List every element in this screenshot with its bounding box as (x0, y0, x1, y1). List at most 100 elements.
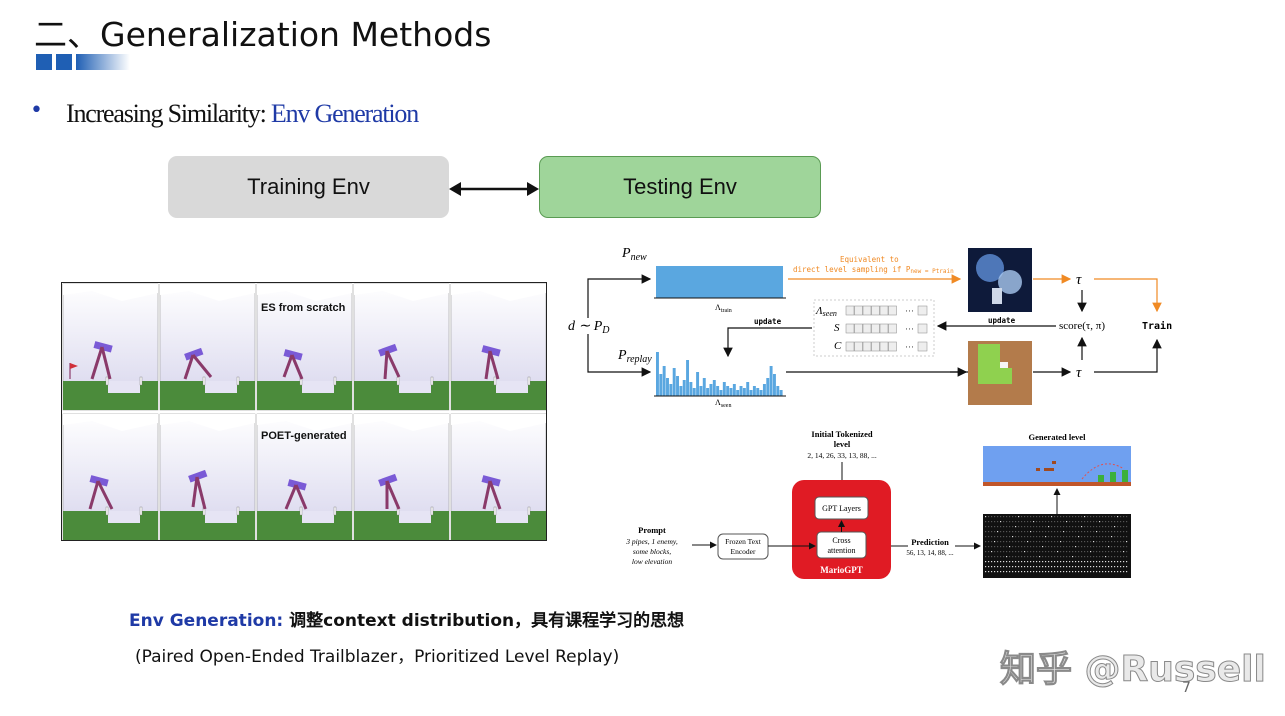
histogram-bar (696, 372, 700, 396)
level-label: level (834, 439, 851, 449)
histogram-bar (752, 386, 756, 396)
svg-text:···: ··· (905, 306, 914, 316)
d-label: d ∼ PD (568, 319, 610, 336)
histogram-bar (672, 368, 676, 396)
initial-tokenized-label: Initial Tokenized (811, 429, 872, 439)
score-label: score(τ, π) (1059, 320, 1105, 332)
footer-summary: Env Generation: 调整context distribution，具… (129, 606, 684, 631)
page-number: 7 (1182, 680, 1191, 696)
histogram-bar (739, 386, 743, 396)
p-new-bar (656, 266, 783, 298)
histogram-bar (712, 380, 716, 396)
histogram-bar (679, 386, 683, 396)
walker-frame (159, 413, 256, 540)
histogram-bar (666, 378, 669, 396)
walker-frame (62, 413, 159, 540)
row1-label: ES from scratch (261, 302, 346, 314)
svg-text:···: ··· (905, 342, 914, 352)
walker-frame (450, 413, 546, 540)
histogram-bar (742, 388, 746, 396)
tau-bottom: τ (1076, 365, 1082, 381)
walker-frame (256, 283, 353, 411)
row2-label: POET-generated (261, 430, 347, 442)
prediction-tokens: 56, 13, 14, 88, ... (906, 549, 954, 557)
attention-label: attention (828, 546, 856, 555)
walker-frame (353, 413, 450, 540)
walker-frame (353, 283, 450, 411)
plr-diagram: Pnew d ∼ PD Preplay Λtrain Λseen Equival… (568, 246, 1172, 409)
walker-frame (62, 283, 159, 411)
histogram-bar (732, 384, 736, 396)
equivalent-line2: direct level sampling if Pnew = Ptrain (793, 265, 954, 275)
footer-text: 调整context distribution，具有课程学习的思想 (283, 611, 685, 631)
prediction-label: Prediction (911, 537, 949, 547)
bullet-icon: • (30, 98, 43, 123)
bullet-highlight: Env Generation (270, 99, 419, 128)
histogram-bar (749, 390, 753, 396)
training-env-box: Training Env (168, 156, 449, 218)
lambda-train-label: Λtrain (715, 303, 732, 314)
testing-env-box: Testing Env (539, 156, 821, 218)
watermark: 知乎 @Russell (1000, 649, 1267, 691)
histogram-bar (762, 384, 766, 396)
training-env-label: Training Env (247, 174, 370, 199)
histogram-bar (779, 390, 783, 396)
histogram-bar (702, 378, 706, 396)
histogram-bar (669, 384, 673, 396)
histogram-bar (756, 388, 760, 396)
histogram-bar (759, 390, 763, 396)
prompt-line-1: 3 pipes, 1 enemy, (625, 537, 678, 546)
p-replay-label: Preplay (617, 348, 652, 365)
initial-tokens: 2, 14, 26, 33, 13, 88, ... (807, 451, 877, 460)
histogram-bar (676, 376, 679, 396)
testing-env-label: Testing Env (623, 174, 737, 199)
walker-frame (256, 413, 353, 540)
c-label: C (834, 340, 842, 352)
bullet-prefix: Increasing Similarity: (66, 99, 271, 128)
bullet-text: Increasing Similarity: Env Generation (66, 99, 419, 129)
title-decoration-bar (36, 54, 130, 70)
update-left-label: update (754, 317, 782, 326)
cross-label: Cross (832, 536, 850, 545)
bidirectional-arrow-icon (449, 182, 539, 196)
histogram-bar (736, 390, 740, 396)
walker-frame (159, 283, 256, 411)
histogram-bar (689, 382, 693, 396)
p-replay-histogram (656, 352, 783, 396)
histogram-bar (692, 388, 696, 396)
generated-level-label: Generated level (1029, 432, 1087, 442)
walker-frames: ES from scratch POET-generated (62, 283, 546, 540)
histogram-bar (776, 386, 780, 396)
mariogpt-label: MarioGPT (820, 565, 863, 575)
frozen-line1: Frozen Text (725, 537, 762, 546)
prompt-title: Prompt (638, 525, 666, 535)
walker-comparison-panel: ES from scratch POET-generated (61, 282, 547, 541)
lambda-seen-label: Λseen (815, 305, 837, 318)
prompt-line-3: low elevation (632, 557, 672, 566)
histogram-bar (706, 388, 710, 396)
s-label: S (834, 322, 840, 334)
histogram-bar (659, 374, 663, 396)
histogram-bar (769, 366, 773, 396)
histogram-bar (709, 384, 713, 396)
mariogpt-diagram: Initial Tokenized level 2, 14, 26, 33, 1… (625, 429, 1131, 579)
histogram-bar (699, 386, 703, 396)
histogram-bar (729, 388, 733, 396)
train-label: Train (1142, 320, 1172, 332)
histogram-bar (656, 352, 659, 396)
histogram-bar (746, 382, 750, 396)
svg-text:···: ··· (905, 324, 914, 334)
generated-level-image (983, 446, 1131, 486)
histogram-bar (722, 382, 726, 396)
histogram-bar (682, 380, 686, 396)
histogram-bar (726, 386, 730, 396)
histogram-bar (719, 390, 723, 396)
histogram-bar (766, 378, 770, 396)
prompt-line-2: some blocks, (633, 547, 671, 556)
histogram-bar (716, 386, 720, 396)
footer-highlight: Env Generation: (129, 611, 284, 631)
footer-subtext: (Paired Open-Ended Trailblazer，Prioritiz… (135, 647, 620, 667)
tau-top: τ (1076, 272, 1082, 288)
histogram-bar (662, 366, 666, 396)
lambda-seen-bottom-label: Λseen (715, 398, 731, 409)
